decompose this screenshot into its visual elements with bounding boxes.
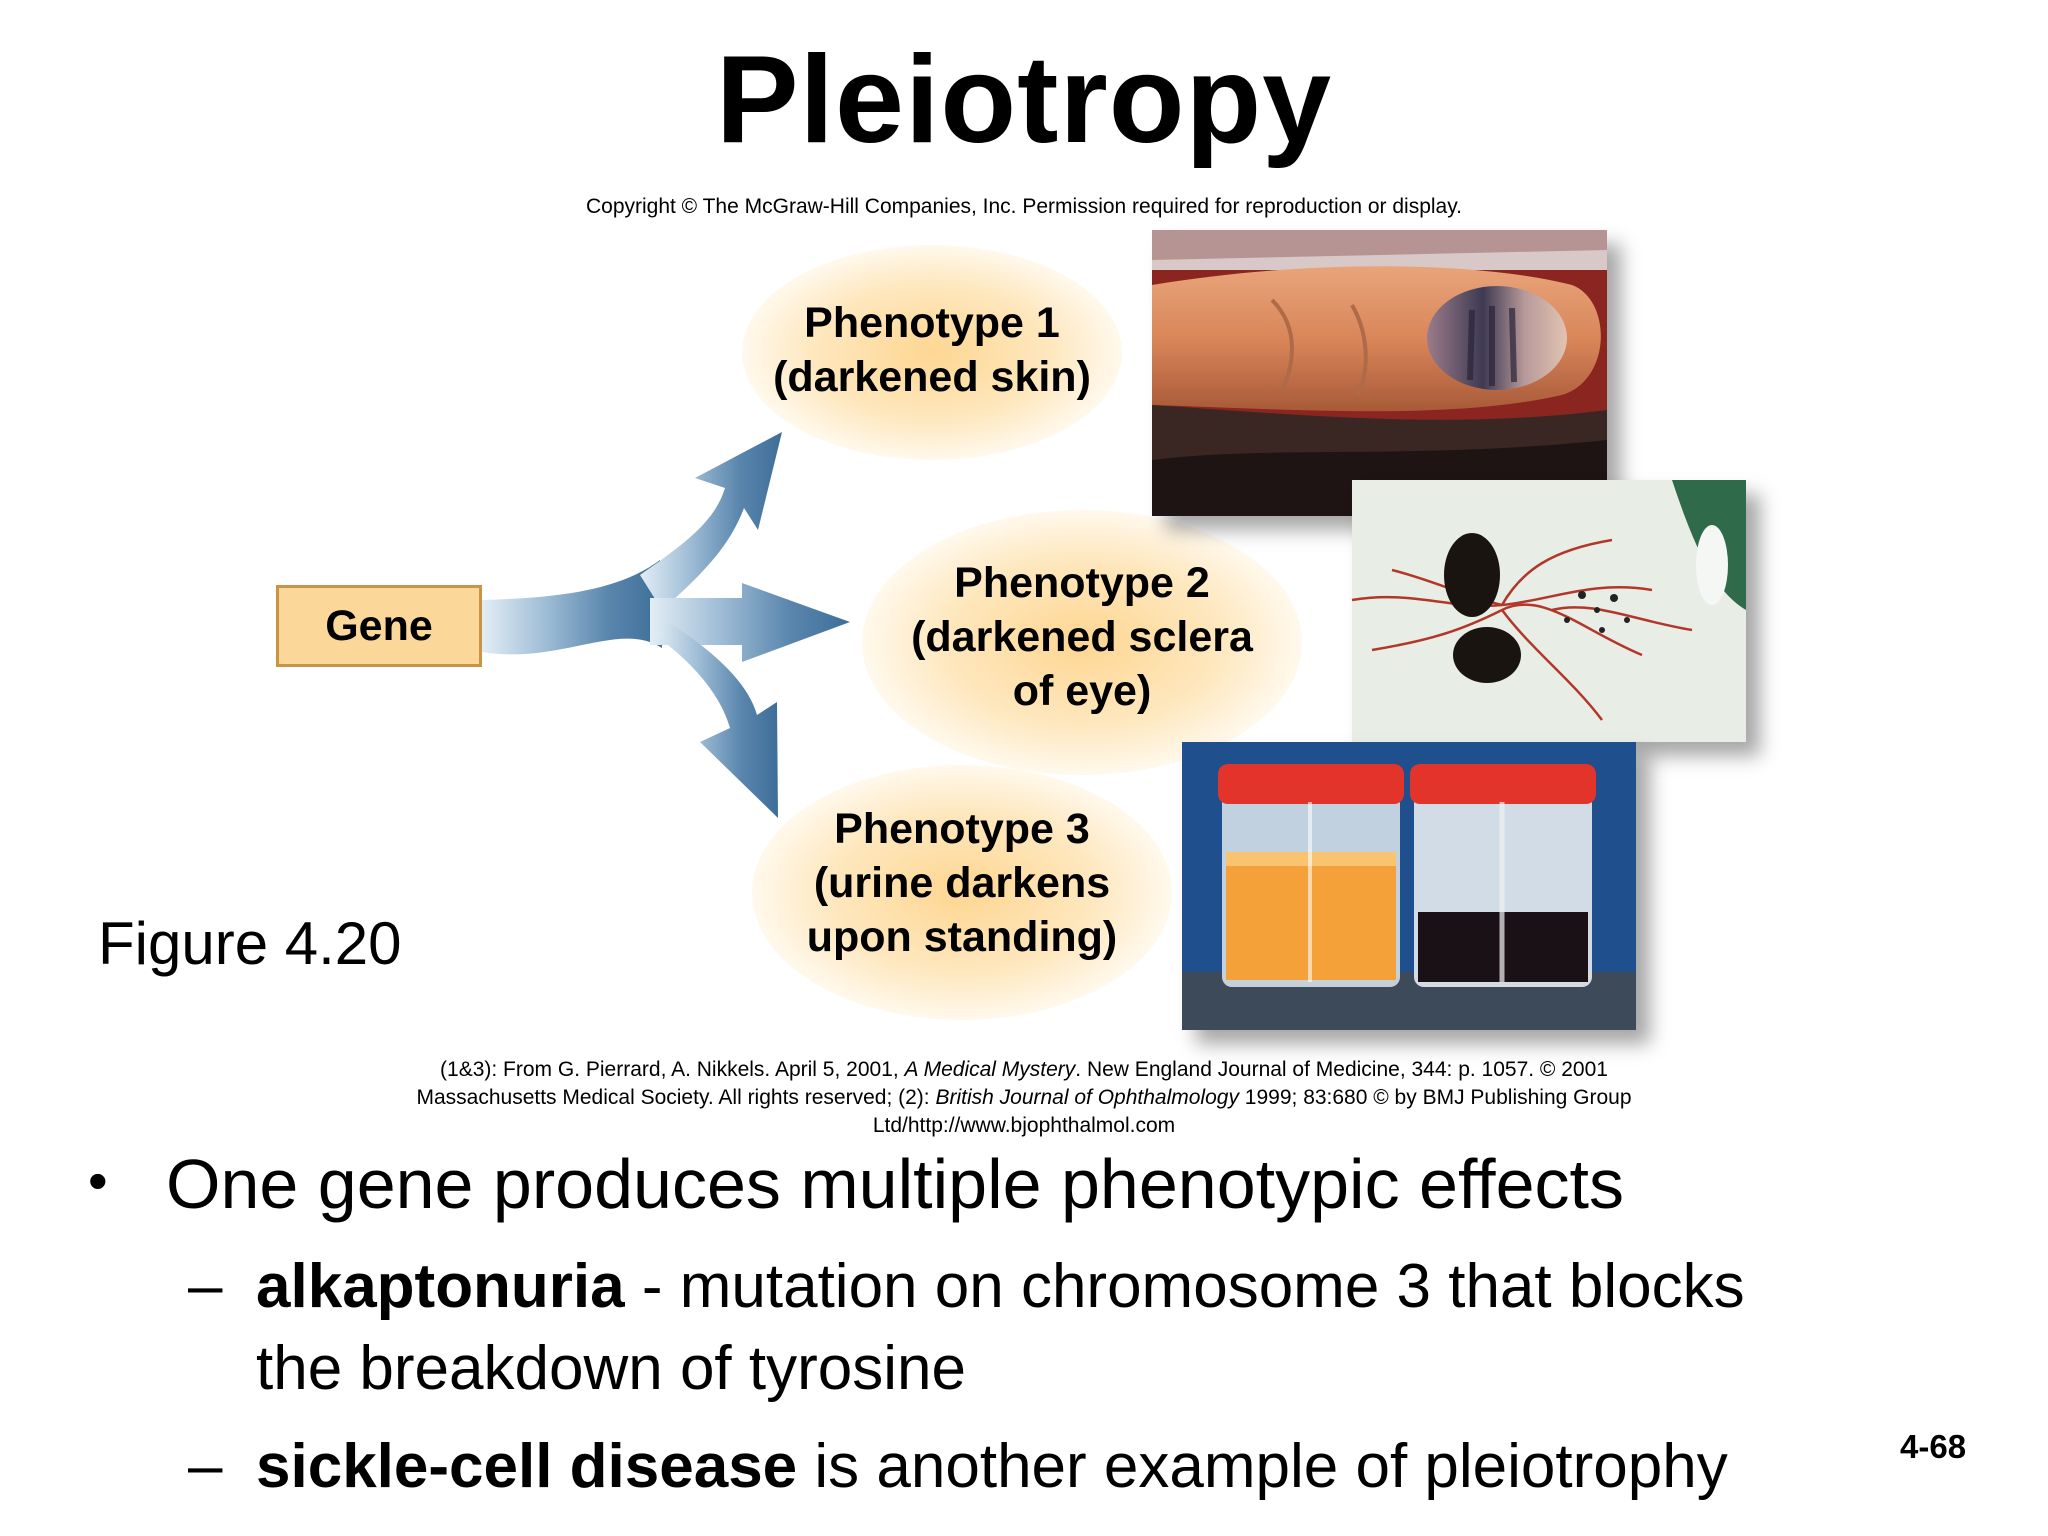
slide-number: 4-68 [1900,1428,1967,1465]
credit-line-2: Massachusetts Medical Society. All right… [416,1086,1632,1109]
figure-label: Figure 4.20 [98,910,402,977]
term-sickle-cell: sickle-cell disease [256,1432,798,1501]
phenotype-3-title: Phenotype 3 [834,805,1090,853]
phenotype-3-label: Phenotype 3 (urine darkens upon standing… [762,802,1162,964]
arrow-stem [482,560,662,655]
phenotype-1-desc: (darkened skin) [773,353,1091,401]
photo-urine-cups [1182,742,1636,1030]
phenotype-2-label: Phenotype 2 (darkened sclera of eye) [872,556,1292,718]
arrow-upper [640,432,782,610]
copyright-notice: Copyright © The McGraw-Hill Companies, I… [585,195,1463,218]
gene-box: Gene [276,585,482,667]
sub-bullet-dash-1: – [188,1251,223,1320]
phenotype-2-glow [862,510,1302,775]
sub-bullet-alkaptonuria: alkaptonuria - mutation on chromosome 3 … [256,1252,1745,1403]
image-credit: (1&3): From G. Pierrard, A. Nikkels. Apr… [0,1056,2048,1140]
phenotype-1-glow [742,245,1122,460]
phenotype-2-desc-line1: (darkened sclera [911,613,1253,661]
phenotype-2-title: Phenotype 2 [954,559,1210,607]
term-alkaptonuria: alkaptonuria [256,1252,625,1321]
phenotype-3-desc-line2: upon standing) [806,913,1118,961]
bullet-main-text: One gene produces multiple phenotypic ef… [166,1145,1624,1223]
page-title: Pleiotropy [715,31,1333,169]
phenotype-1-title: Phenotype 1 [804,299,1060,347]
photo-darkened-sclera [1352,480,1746,742]
credit-line-3: Ltd/http://www.bjophthalmol.com [872,1114,1176,1137]
phenotype-2-desc-line2: of eye) [1012,667,1152,715]
arrow-lower [655,622,778,818]
credit-line-1: (1&3): From G. Pierrard, A. Nikkels. Apr… [440,1058,1608,1081]
phenotype-3-desc-line1: (urine darkens [813,859,1111,907]
phenotype-3-glow [752,765,1172,1020]
photo-darkened-skin [1152,230,1607,516]
sub-bullet-dash-2: – [188,1431,223,1500]
sub-bullet-sickle-cell: sickle-cell disease is another example o… [256,1432,1728,1501]
bullet-point: • [88,1149,108,1212]
phenotype-1-label: Phenotype 1 (darkened skin) [742,296,1122,404]
arrow-middle [650,583,850,662]
